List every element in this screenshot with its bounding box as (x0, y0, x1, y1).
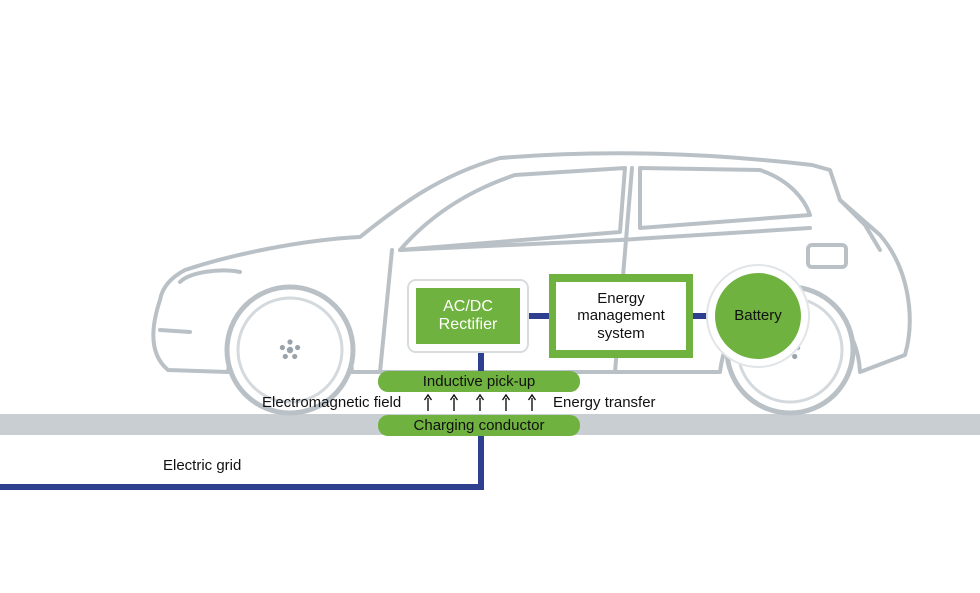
up-arrow-icon (475, 393, 485, 411)
grid-line (0, 430, 484, 490)
ems-box (556, 282, 686, 350)
up-arrow-icon (449, 393, 459, 411)
battery-label: Battery (734, 307, 782, 325)
up-arrow-icon (527, 393, 537, 411)
battery-circle (715, 273, 801, 359)
rectifier-box (416, 288, 520, 344)
field-arrows (423, 393, 537, 411)
up-arrow-icon (501, 393, 511, 411)
charging-conductor: Charging conductor (378, 415, 580, 436)
transfer-label: Energy transfer (553, 394, 656, 411)
wheel-hub-icon (279, 339, 301, 360)
field-label: Electromagnetic field (262, 394, 402, 411)
up-arrow-icon (423, 393, 433, 411)
inductive-pickup: Inductive pick-up (378, 371, 580, 392)
grid-label: Electric grid (163, 457, 242, 474)
